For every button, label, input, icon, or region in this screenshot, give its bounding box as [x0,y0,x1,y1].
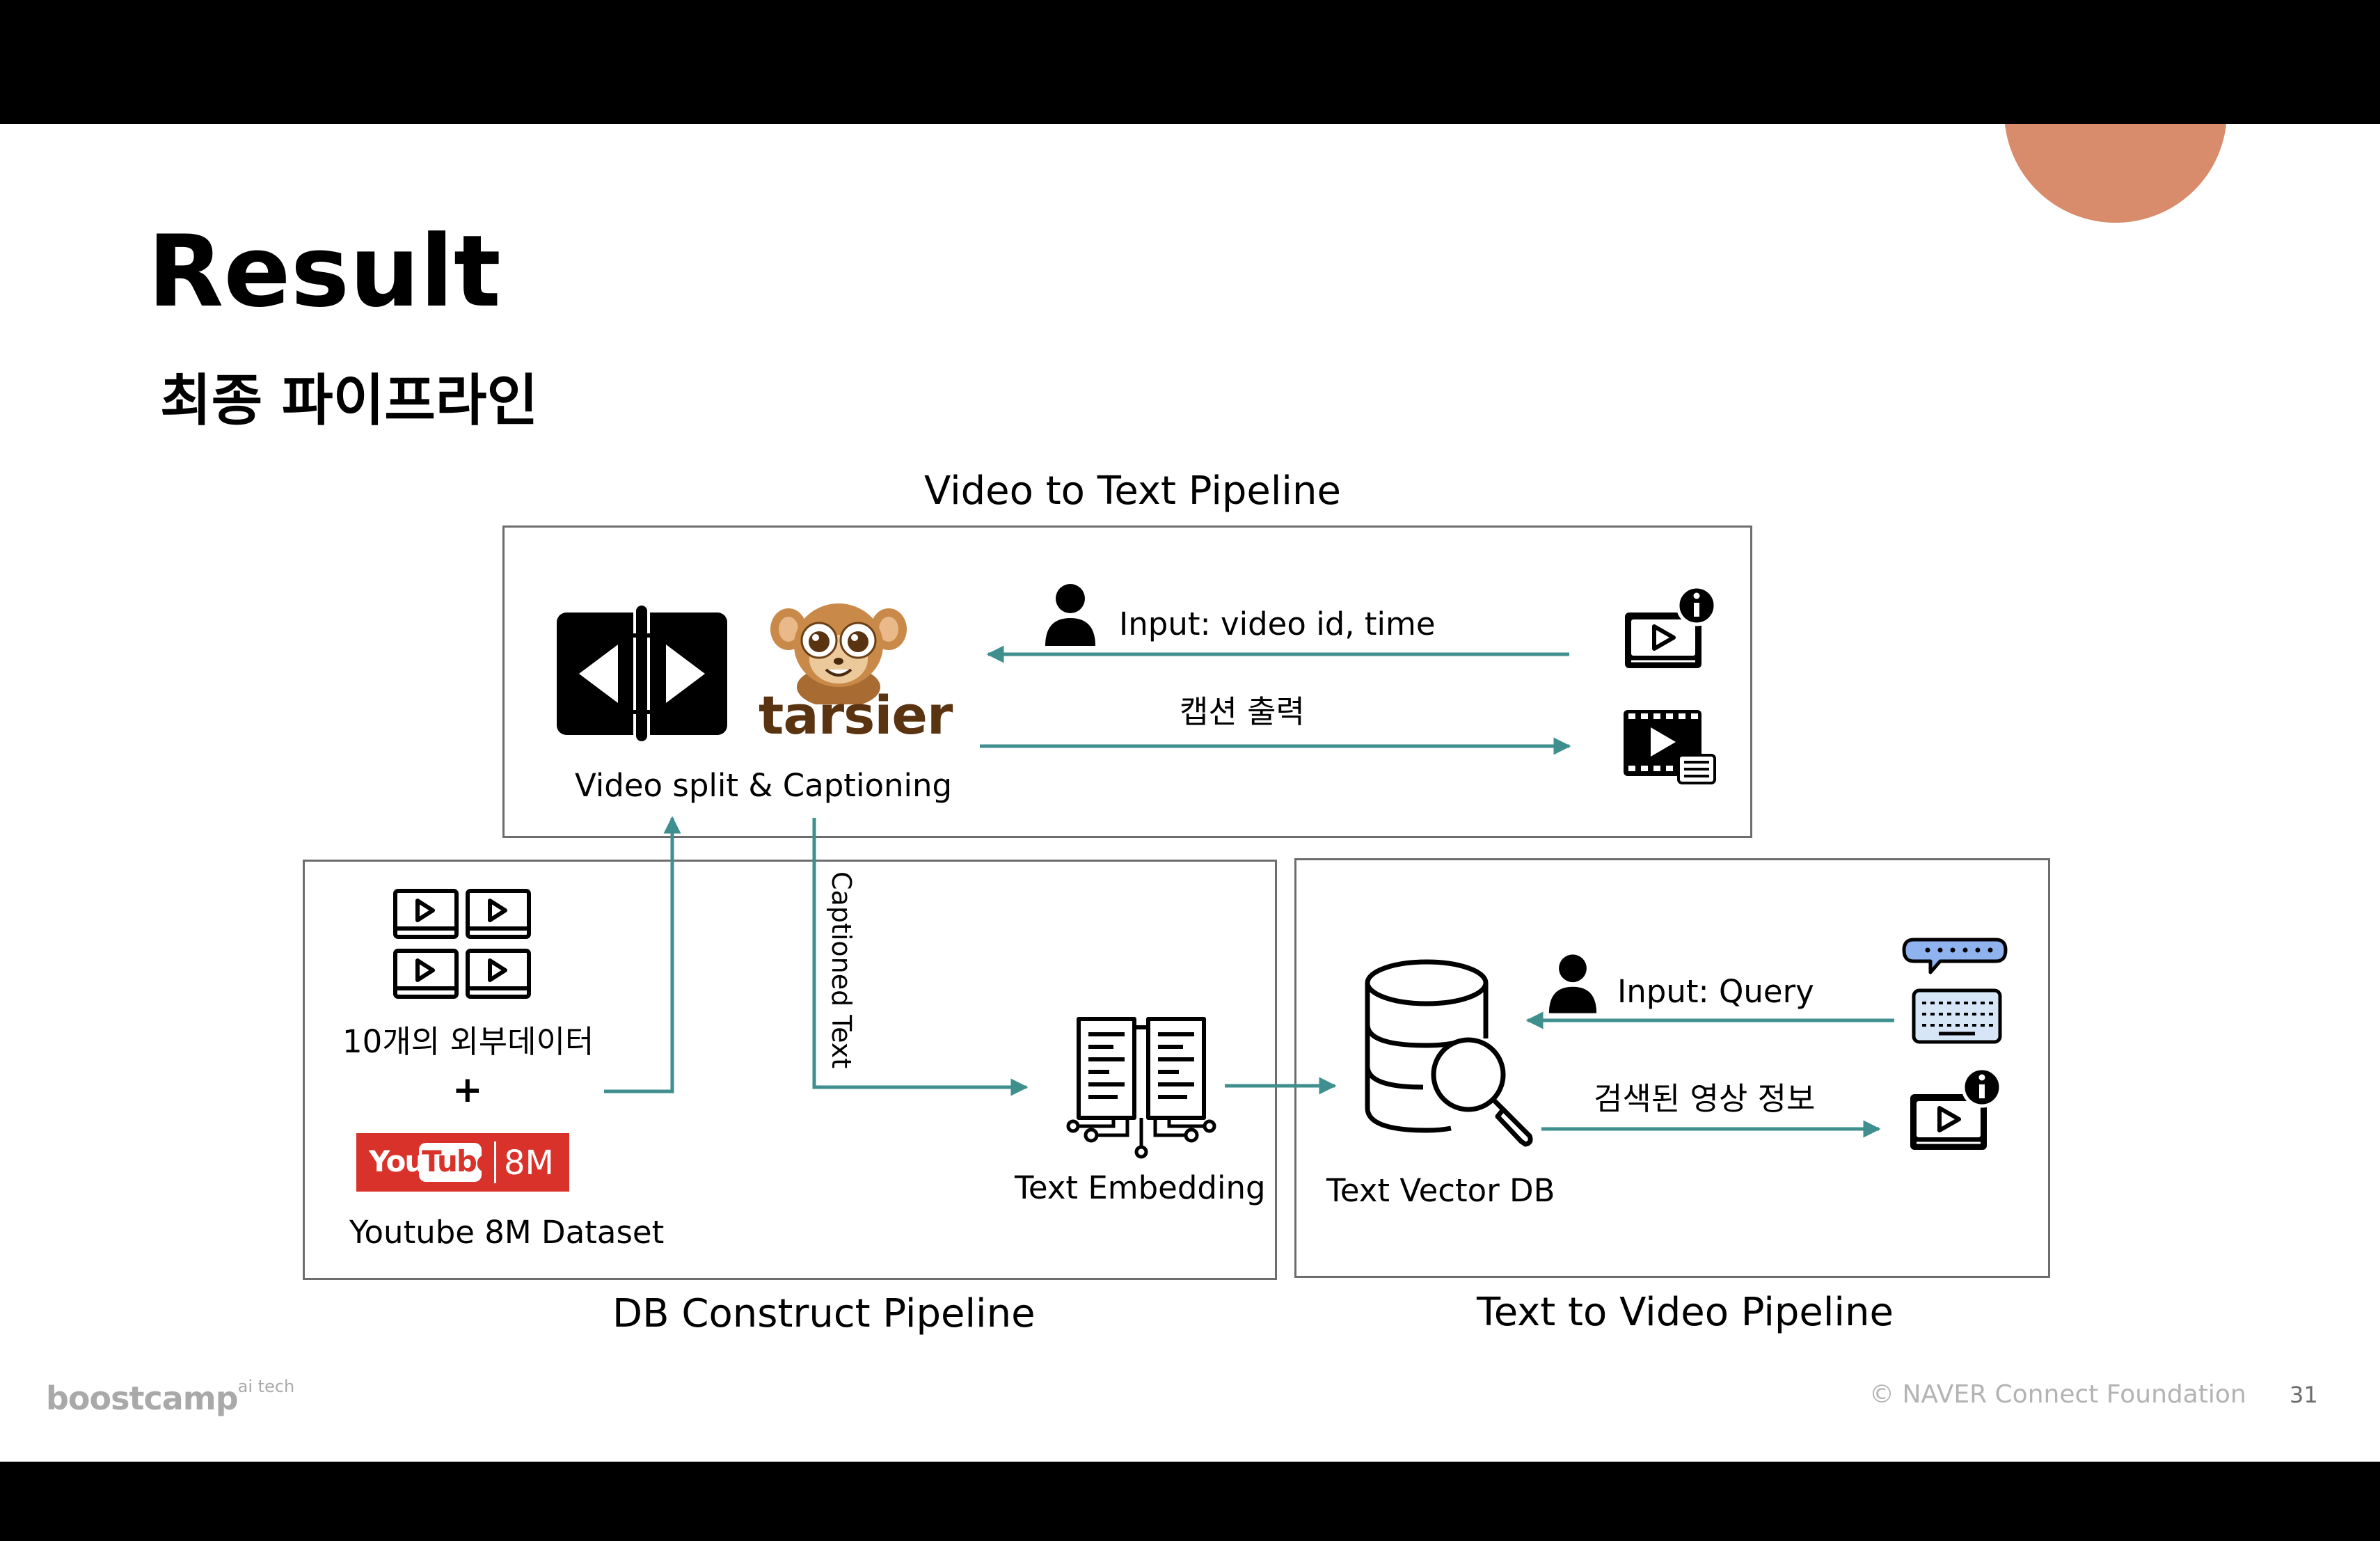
video-collection-icon [393,889,531,999]
bottom-black-bar [0,1462,2380,1541]
vector-db-search-icon [1365,959,1533,1147]
youtube-logo-tube: Tube [422,1144,495,1178]
chat-keyboard-icon [1902,938,2008,1044]
db-construct-title: DB Construct Pipeline [612,1291,1036,1336]
page-number: 31 [2290,1382,2318,1408]
db-construct-box [303,860,1277,1280]
youtube-logo-you: You [369,1144,425,1178]
youtube-logo-divider [494,1141,496,1183]
input-video-label: Input: video id, time [1119,606,1436,642]
video-caption-icon [1624,710,1716,784]
user-icon [1045,584,1095,646]
result-video-info-icon [1910,1066,2003,1150]
video-split-icon [557,606,727,741]
captioned-text-label: Captioned Text [826,871,857,1069]
vector-db-label: Text Vector DB [1326,1172,1555,1209]
text-embedding-book-icon [1066,1017,1216,1159]
video-info-icon [1625,585,1717,668]
video-to-text-title: Video to Text Pipeline [924,468,1341,514]
caption-output-label: 캡션 출력 [1180,693,1305,730]
copyright-text: © NAVER Connect Foundation [1869,1380,2246,1409]
plus-sign: + [452,1069,483,1111]
text-to-video-box [1294,858,2050,1278]
text-embedding-label: Text Embedding [1015,1169,1266,1206]
data-to-captioning-arrow [604,816,681,1093]
external-data-label: 10개의 외부데이터 [342,1023,594,1060]
boostcamp-logo: boostcampai tech [46,1378,294,1417]
slide-subtitle: 최종 파이프라인 [160,368,539,433]
youtube-logo-tube-box [419,1143,482,1182]
tarsier-mascot-icon [770,603,907,704]
youtube-logo-size: 8M [504,1144,554,1183]
boostcamp-logo-sup: ai tech [237,1377,295,1396]
boostcamp-logo-main: boostcamp [46,1380,239,1417]
slide-title: Result [148,214,501,329]
top-black-bar-cover [0,0,2380,124]
youtube-8m-logo: You Tube 8M [356,1133,569,1192]
text-to-video-title: Text to Video Pipeline [1477,1290,1894,1335]
captioned-text-arrow [812,818,1029,1096]
search-result-label: 검색된 영상 정보 [1594,1080,1816,1117]
query-user-icon [1548,954,1597,1013]
split-caption-label: Video split & Captioning [575,767,953,804]
query-input-label: Input: Query [1617,973,1814,1010]
tarsier-wordmark: tarsier [759,684,953,746]
dataset-label: Youtube 8M Dataset [349,1214,665,1251]
